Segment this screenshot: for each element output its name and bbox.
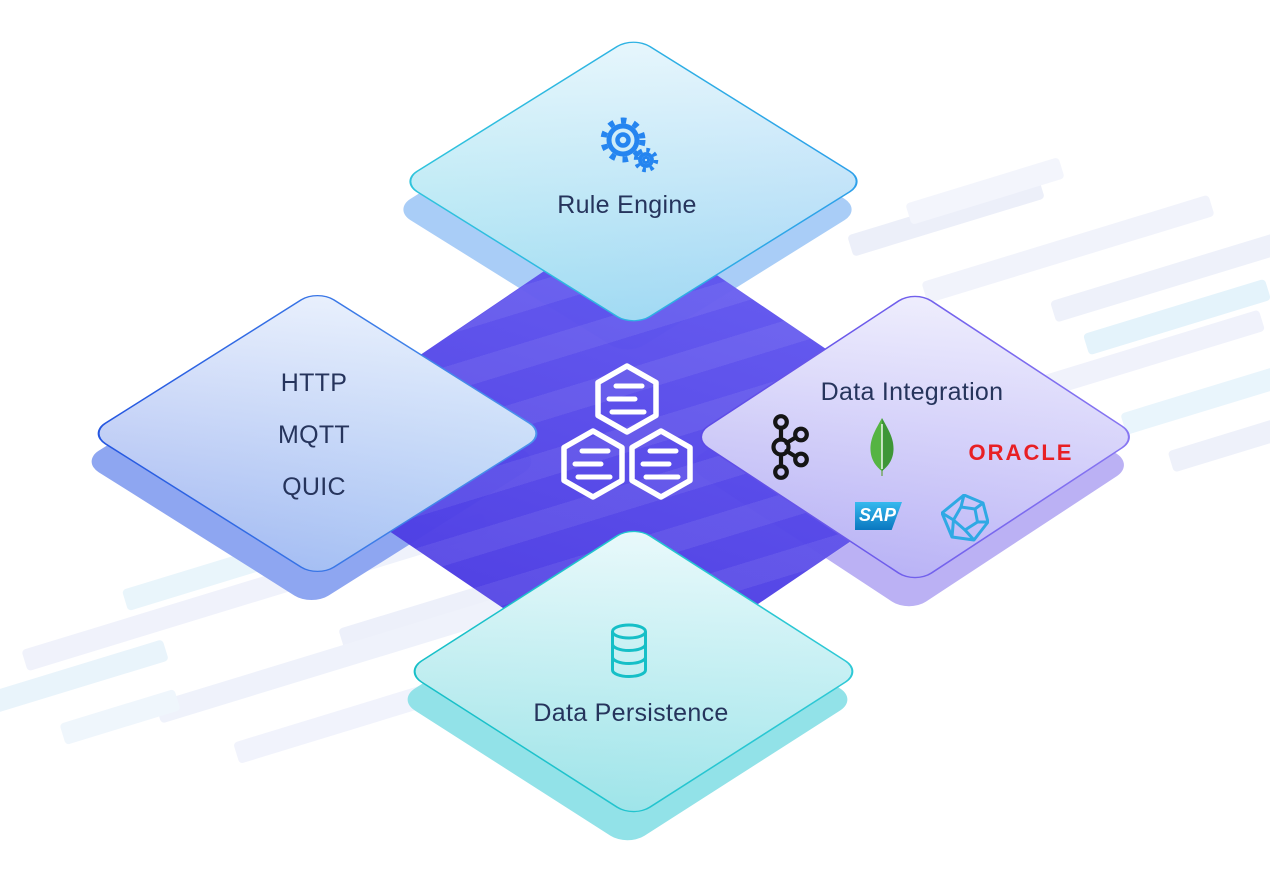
protocol-mqtt: MQTT (277, 421, 351, 449)
gears-icon (600, 117, 659, 173)
data-integration-label: Data Integration (820, 378, 1004, 406)
background-stripe (1167, 413, 1270, 473)
kafka-icon (771, 414, 809, 480)
protocol-list: HTTP MQTT QUIC (278, 357, 350, 513)
rule-engine-label: Rule Engine (557, 191, 697, 219)
sap-logo-text: SAP (859, 505, 897, 525)
database-icon (611, 623, 647, 678)
card-rule-engine (399, 35, 868, 328)
hexagon-cluster-icon (561, 363, 693, 500)
oracle-wordmark: ORACLE (968, 440, 1074, 465)
protocol-http: HTTP (280, 369, 348, 397)
card-rule-engine-fill (401, 36, 866, 327)
background-stripe (1120, 367, 1270, 435)
protocol-quic: QUIC (282, 473, 346, 501)
mongodb-leaf-icon (870, 418, 894, 476)
data-persistence-label: Data Persistence (533, 699, 729, 727)
polyhedron-icon (941, 494, 989, 542)
